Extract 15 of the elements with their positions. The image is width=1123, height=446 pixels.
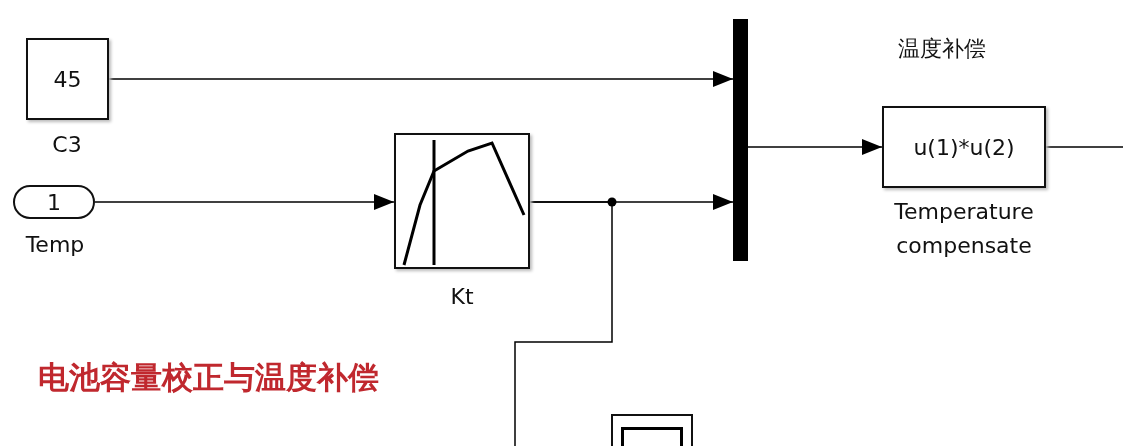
inport-block: 1	[13, 185, 95, 219]
heading-text: 电池容量校正与温度补偿	[38, 360, 379, 394]
function-block: u(1)*u(2)	[882, 106, 1046, 188]
constant-block: 45	[26, 38, 109, 120]
block-label: C3	[51, 131, 83, 159]
signal-line	[1045, 146, 1123, 148]
annotation-text: 温度补偿	[898, 35, 986, 63]
signal-line	[108, 71, 734, 87]
signal-line	[94, 194, 395, 210]
signal-line	[514, 201, 613, 446]
block-label: Temp	[24, 231, 86, 259]
block-label: Temperature compensate	[893, 198, 1035, 260]
block-label: Kt	[449, 283, 475, 311]
signal-line	[747, 139, 883, 155]
mux-bar	[733, 19, 748, 261]
